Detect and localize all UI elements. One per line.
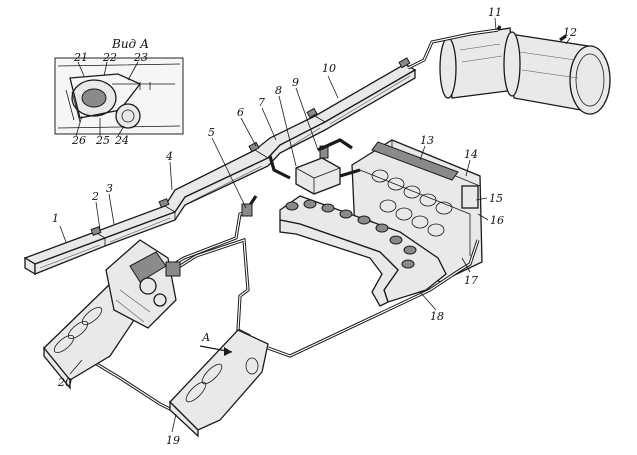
- label-21: 21: [73, 51, 88, 64]
- label-14: 14: [464, 148, 478, 161]
- inset-title: Вид А: [111, 37, 149, 51]
- label-22: 22: [102, 51, 117, 64]
- label-5: 5: [208, 126, 215, 139]
- label-9: 9: [292, 76, 299, 89]
- label-1: 1: [52, 212, 59, 225]
- label-24: 24: [114, 134, 129, 147]
- label-11: 11: [488, 6, 502, 19]
- label-25: 25: [95, 134, 110, 147]
- side-fuel-tanks: [23, 57, 417, 276]
- label-20: 20: [57, 376, 72, 389]
- label-7: 7: [258, 96, 265, 109]
- label-8: 8: [275, 84, 282, 97]
- view-arrow: А: [199, 331, 233, 356]
- label-10: 10: [322, 62, 336, 75]
- label-26: 26: [71, 134, 86, 147]
- label-2: 2: [91, 190, 99, 203]
- label-18: 18: [430, 310, 444, 323]
- fuel-filter: [295, 145, 341, 195]
- callout-labels: 1 2 3 4 5 6 7 8 9 10 11 12 13 14 15 16 1…: [52, 6, 577, 447]
- label-17: 17: [464, 274, 478, 287]
- right-base-plate: [169, 329, 269, 438]
- label-13: 13: [420, 134, 434, 147]
- label-4: 4: [165, 150, 173, 163]
- label-19: 19: [166, 434, 180, 447]
- label-16: 16: [490, 214, 504, 227]
- inset-view-a: Вид А 21 22 23 24 25 26: [54, 37, 184, 147]
- label-23: 23: [133, 51, 148, 64]
- label-12: 12: [563, 26, 577, 39]
- fuel-pump-assembly: [43, 239, 181, 390]
- label-15: 15: [489, 192, 503, 205]
- label-3: 3: [106, 182, 113, 195]
- rear-barrel-tanks: [407, 25, 611, 115]
- injector-manifold: [279, 195, 447, 307]
- label-6: 6: [237, 106, 244, 119]
- arrow-label: А: [201, 331, 210, 344]
